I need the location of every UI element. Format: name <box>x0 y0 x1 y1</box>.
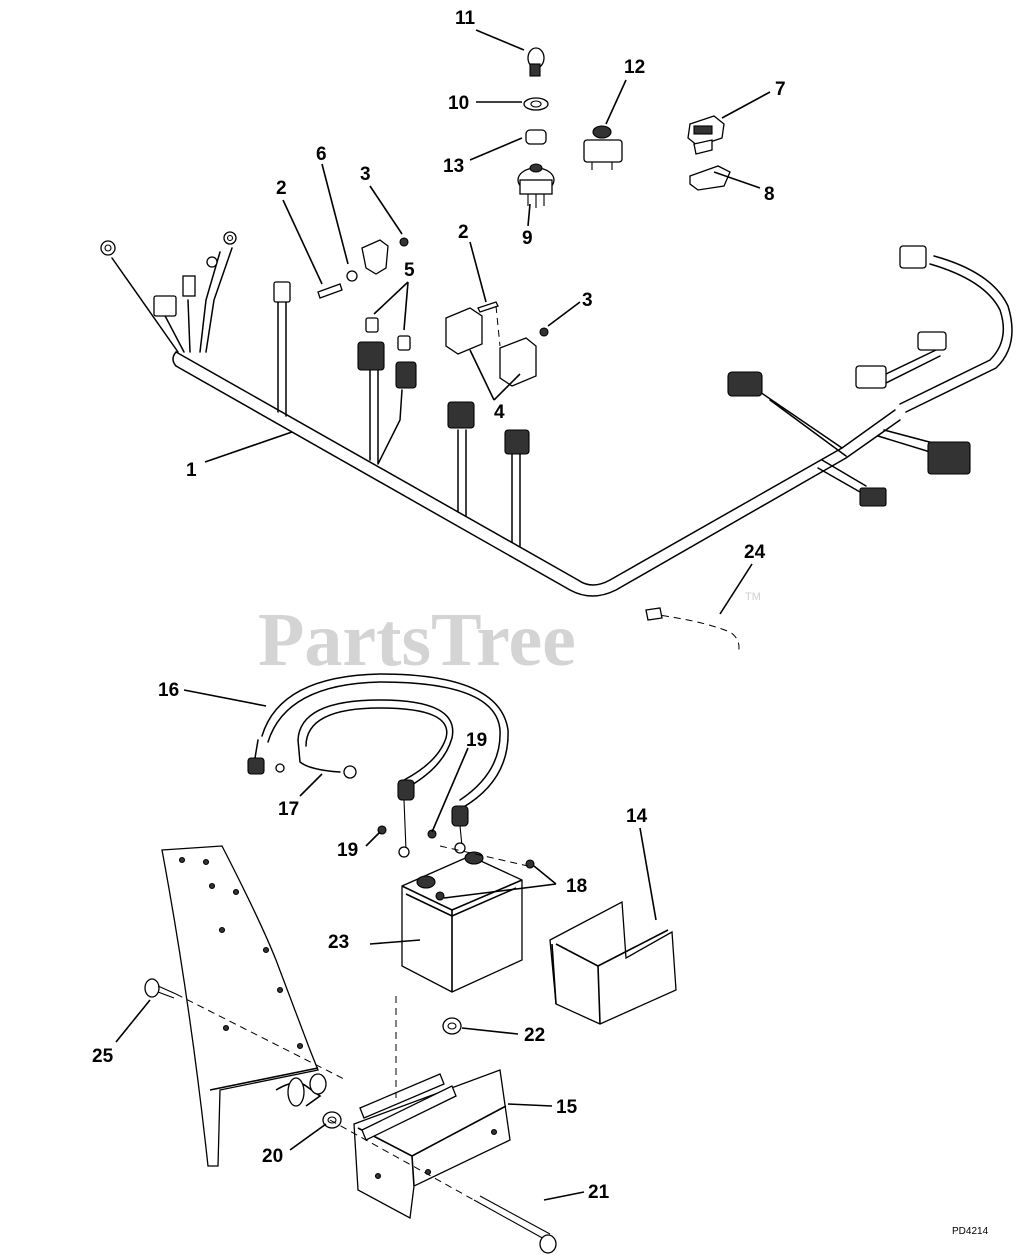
callout-8: 8 <box>764 184 775 205</box>
watermark-trademark: TM <box>745 591 761 603</box>
callout-23: 23 <box>328 932 349 953</box>
callout-15: 15 <box>556 1097 578 1118</box>
callout-25: 25 <box>92 1046 114 1067</box>
callout-18: 18 <box>566 876 587 897</box>
wire-harness <box>100 231 1013 597</box>
callout-17: 17 <box>278 799 299 820</box>
callout-10: 10 <box>448 93 469 114</box>
battery-tray <box>329 996 557 1254</box>
callout-2b: 2 <box>458 222 469 243</box>
clip-8 <box>689 165 731 191</box>
callout-21: 21 <box>588 1182 610 1203</box>
callout-12: 12 <box>624 57 645 78</box>
drawing-number: PD4214 <box>952 1226 989 1237</box>
callout-7: 7 <box>775 79 786 100</box>
battery-cables <box>247 673 509 858</box>
push-switch-12 <box>583 125 623 170</box>
callout-14: 14 <box>626 806 648 827</box>
bracket-3 <box>317 237 409 299</box>
relays-4 <box>445 301 549 387</box>
callout-6: 6 <box>316 144 327 165</box>
item-24-tie <box>645 607 740 655</box>
mounting-plate <box>144 845 347 1167</box>
callout-19: 19 <box>337 840 358 861</box>
ignition-switch-group <box>517 47 555 208</box>
callout-24: 24 <box>744 542 766 563</box>
callout-16: 16 <box>158 680 179 701</box>
callout-3b: 3 <box>582 290 593 311</box>
battery-strap <box>549 900 677 1025</box>
watermark: PartsTree <box>258 598 576 682</box>
callout-22: 22 <box>524 1025 545 1046</box>
callout-3: 3 <box>360 164 371 185</box>
battery <box>401 845 535 993</box>
callout-13: 13 <box>443 156 464 177</box>
callout-19b: 19 <box>466 730 487 751</box>
leader-lines <box>115 29 771 1201</box>
callout-1: 1 <box>186 460 197 481</box>
callout-2: 2 <box>276 178 287 199</box>
switch-7 <box>687 115 725 155</box>
callout-11: 11 <box>455 8 476 29</box>
callout-5: 5 <box>404 260 415 281</box>
callout-20: 20 <box>262 1146 283 1167</box>
callout-9: 9 <box>522 228 533 249</box>
callout-labels: 1 2 2 3 3 4 5 6 7 8 9 10 11 12 13 14 15 … <box>92 8 786 1203</box>
callout-4: 4 <box>494 402 505 423</box>
